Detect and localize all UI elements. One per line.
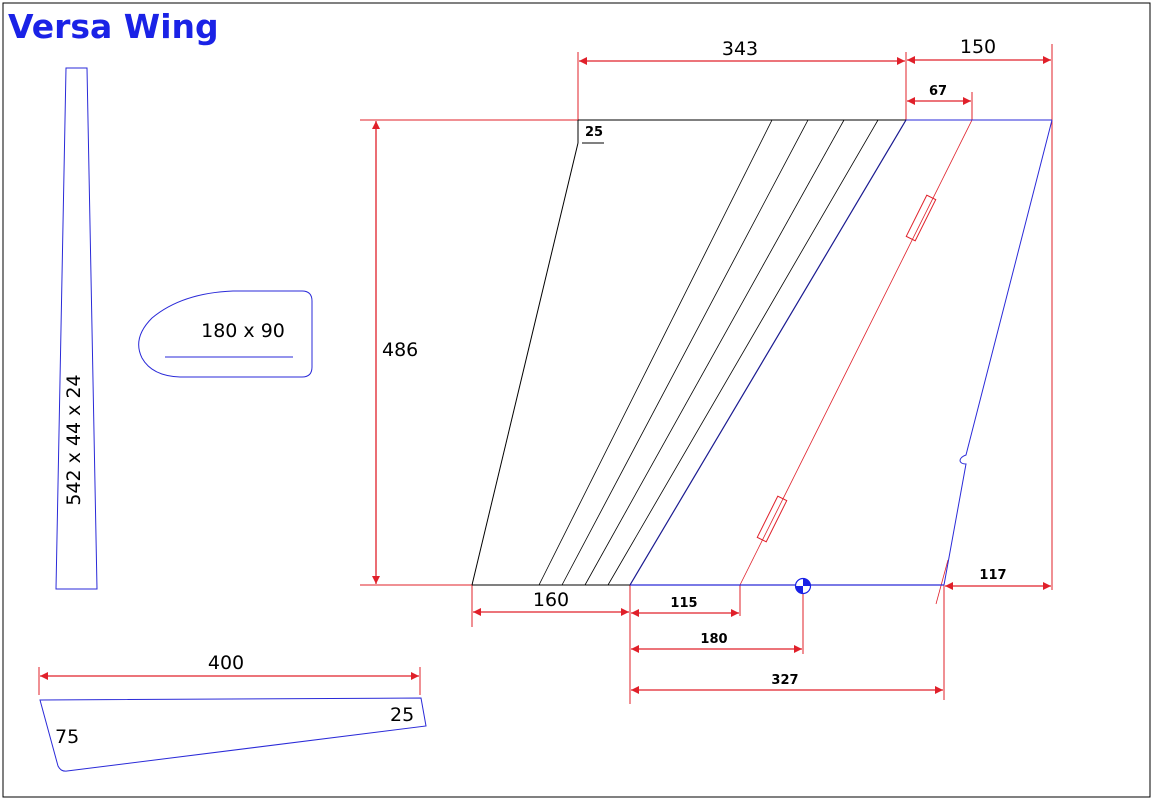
canopy-outline xyxy=(138,290,313,378)
root-offset-label: 160 xyxy=(533,589,569,611)
tip-root-label: 327 xyxy=(771,673,798,688)
tip-offset-label: 117 xyxy=(979,568,1006,583)
rib-line-4 xyxy=(607,119,879,586)
chord-label: 486 xyxy=(382,339,418,361)
tip-extension-label: 150 xyxy=(960,36,996,58)
rib-line-2 xyxy=(561,119,809,586)
spar-part: 542 x 44 x 24 xyxy=(55,67,98,590)
fin-tip-label: 25 xyxy=(390,704,414,726)
aileron-offset-label: 67 xyxy=(929,84,947,99)
canopy-part: 180 x 90 xyxy=(138,290,313,378)
canopy-dimensions-label: 180 x 90 xyxy=(201,320,285,342)
spar-outline xyxy=(55,67,98,590)
wing-tip-edge xyxy=(943,119,1053,586)
corner-label: 25 xyxy=(585,125,603,140)
drawing-title: Versa Wing xyxy=(8,7,219,46)
rib-line-1 xyxy=(538,119,773,586)
wing-plan: 25 343 150 67 486 160 115 180 327 117 xyxy=(360,36,1053,704)
cg-position-label: 180 xyxy=(700,632,727,647)
aileron-hinge-line xyxy=(739,119,973,586)
fin-part: 400 75 25 xyxy=(38,652,427,772)
fin-root-label: 75 xyxy=(55,726,79,748)
hinge-slot-lower xyxy=(756,495,788,543)
fin-outline xyxy=(39,697,427,772)
rib-line-5 xyxy=(629,119,907,586)
spar-dimensions-label: 542 x 44 x 24 xyxy=(63,374,85,505)
span-label: 343 xyxy=(722,38,758,60)
rib-line-3 xyxy=(584,119,845,586)
aileron-root-label: 115 xyxy=(670,596,697,611)
hinge-slot-upper xyxy=(905,194,937,242)
wing-root-edge xyxy=(471,142,579,586)
cg-symbol-icon xyxy=(794,577,812,595)
fin-width-label: 400 xyxy=(208,652,244,674)
